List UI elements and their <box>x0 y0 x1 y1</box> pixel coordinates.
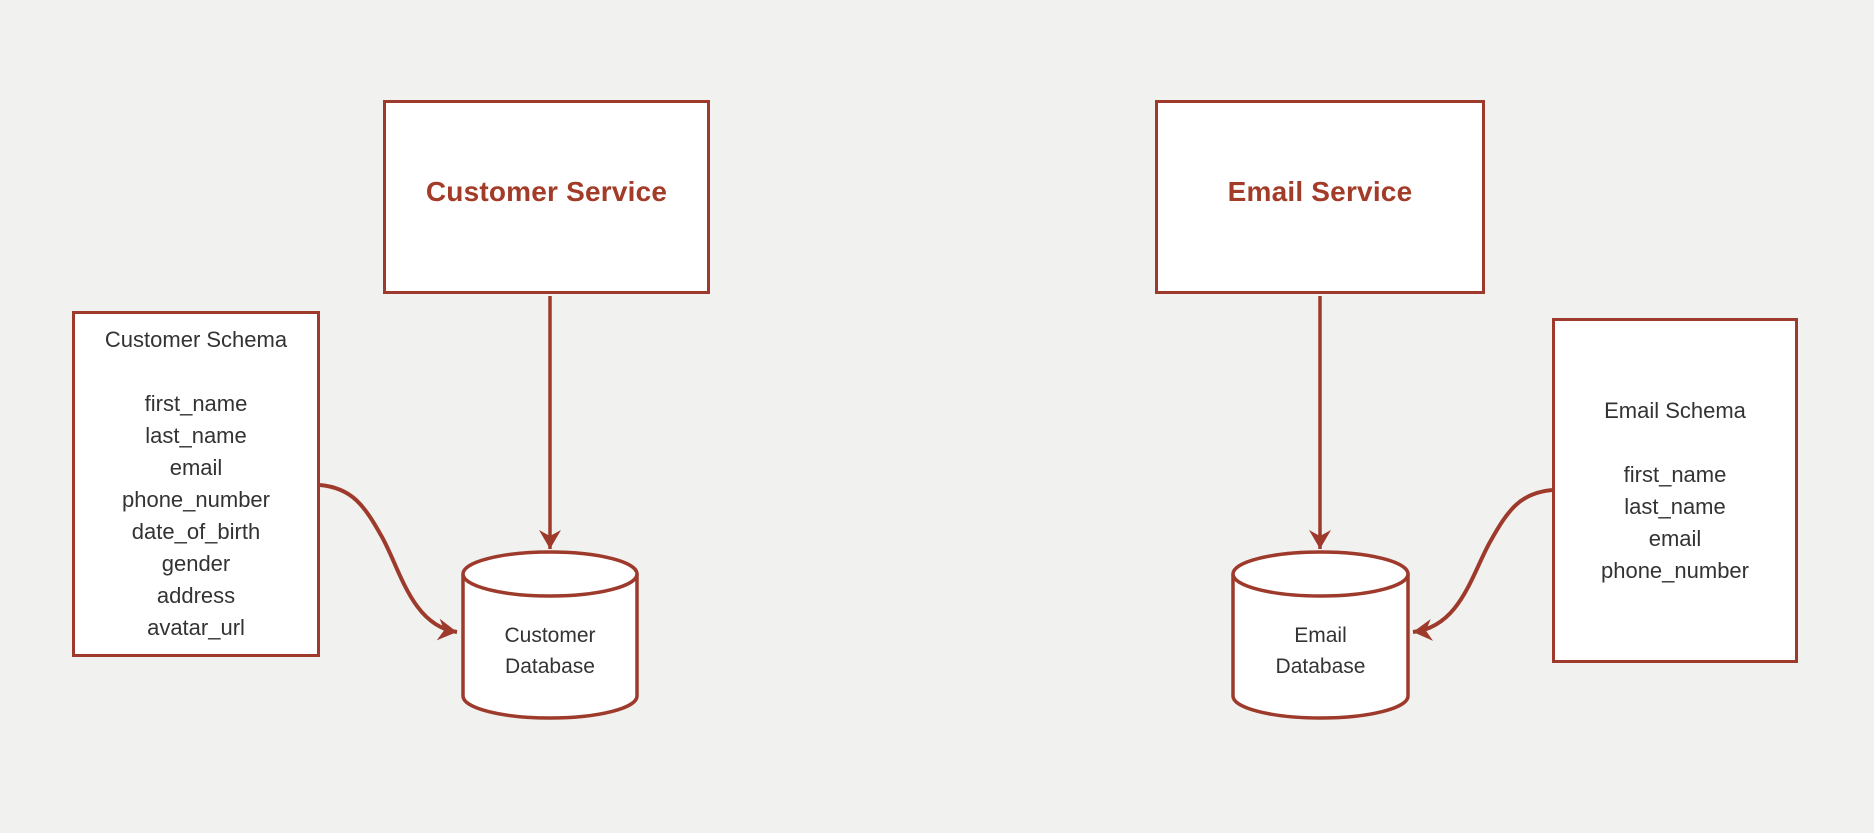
schema-field: email <box>169 455 223 480</box>
schema-field: phone_number <box>1600 557 1749 583</box>
schema-field: email <box>1648 525 1702 551</box>
email-service-label: Email Service <box>1227 176 1413 207</box>
customer-schema-title: Customer Schema <box>104 327 288 352</box>
schema-field: avatar_url <box>147 615 245 640</box>
customer-database-label: Customer Database <box>463 620 637 682</box>
schema-field: first_name <box>1623 461 1727 487</box>
customer-service-label: Customer Service <box>425 176 668 207</box>
customer-database-label-line1: Customer <box>504 624 596 647</box>
schema-field: last_name <box>1624 493 1726 519</box>
email-schema-title: Email Schema <box>1604 397 1746 423</box>
edge-customer-schema-to-database <box>319 483 458 641</box>
edge-email-schema-to-database <box>1412 488 1553 641</box>
schema-field: first_name <box>144 391 248 416</box>
email-service-node: Email Service <box>1155 100 1485 294</box>
schema-field: phone_number <box>121 487 270 512</box>
email-database-label: Email Database <box>1233 620 1408 682</box>
customer-database-label-line2: Database <box>505 655 595 678</box>
email-database-cylinder <box>1231 550 1410 720</box>
email-schema-node: Email Schema first_name last_name email … <box>1552 318 1798 663</box>
email-database-label-line2: Database <box>1275 655 1366 678</box>
customer-schema-node: Customer Schema first_name last_name ema… <box>72 311 320 657</box>
email-database-label-line1: Email <box>1294 624 1347 647</box>
customer-database-cylinder <box>461 550 639 720</box>
schema-field: last_name <box>145 423 247 448</box>
customer-service-node: Customer Service <box>383 100 710 294</box>
schema-field: address <box>156 583 236 608</box>
schema-field: gender <box>161 551 231 576</box>
schema-field: date_of_birth <box>131 519 261 544</box>
